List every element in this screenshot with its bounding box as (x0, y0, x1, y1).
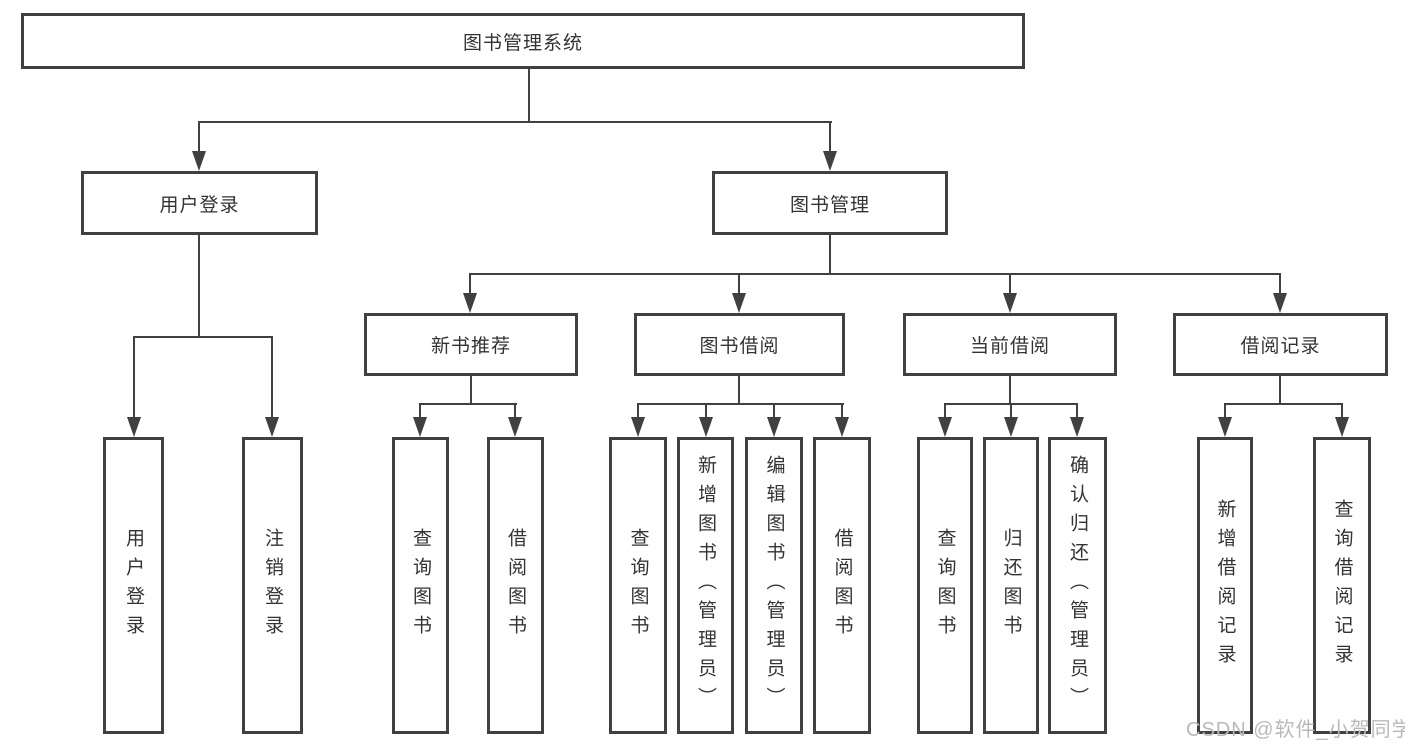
line (1076, 403, 1078, 417)
line (1224, 403, 1343, 405)
arrowhead (508, 417, 522, 437)
node-current-borrowing: 当前借阅 (903, 313, 1117, 376)
node-borrowing-records: 借阅记录 (1173, 313, 1388, 376)
line (1279, 376, 1281, 403)
leaf-label: 新增图书（管理员） (695, 455, 716, 716)
node-label: 当前借阅 (969, 336, 1050, 357)
arrowhead (265, 417, 279, 437)
arrowhead (767, 417, 781, 437)
arrowhead (413, 417, 427, 437)
line (705, 403, 707, 417)
leaf-label: 用户登录 (123, 527, 144, 644)
leaf-label: 查询图书 (934, 527, 956, 644)
node-user-login: 用户登录 (81, 171, 318, 235)
line (133, 336, 135, 417)
line (198, 121, 200, 151)
leaf-label: 查询借阅记录 (1331, 498, 1353, 673)
line (470, 376, 472, 403)
leaf-label: 查询图书 (410, 527, 431, 644)
line (419, 403, 421, 417)
node-book-management: 图书管理 (712, 171, 948, 235)
watermark: CSDN @软件_小贺同学 (1186, 719, 1405, 741)
leaf-query-books-borrowing: 查询图书 (609, 437, 667, 734)
line (829, 235, 831, 273)
line (1009, 376, 1011, 403)
line (1010, 403, 1012, 417)
line (1009, 273, 1011, 293)
leaf-label: 确认归还（管理员） (1067, 455, 1088, 716)
leaf-borrow-books-borrowing: 借阅图书 (813, 437, 871, 734)
leaf-return-books: 归还图书 (983, 437, 1039, 734)
arrowhead (835, 417, 849, 437)
leaf-confirm-return-admin: 确认归还（管理员） (1048, 437, 1107, 734)
line (528, 69, 530, 121)
leaf-logout: 注销登录 (242, 437, 303, 734)
line (198, 235, 200, 336)
arrowhead (938, 417, 952, 437)
line (198, 121, 832, 123)
line (1279, 273, 1281, 293)
arrowhead (463, 293, 477, 313)
leaf-label: 借阅图书 (505, 527, 526, 644)
leaf-query-borrow-record: 查询借阅记录 (1313, 437, 1371, 734)
line (469, 273, 471, 293)
node-label: 用户登录 (159, 194, 240, 216)
line (738, 376, 740, 403)
arrowhead (1335, 417, 1349, 437)
arrowhead (732, 293, 746, 313)
arrowhead (1273, 293, 1287, 313)
leaf-user-login: 用户登录 (103, 437, 164, 734)
line (637, 403, 639, 417)
line (944, 403, 946, 417)
node-label: 借阅记录 (1240, 336, 1321, 357)
leaf-label: 新增借阅记录 (1214, 498, 1236, 673)
leaf-label: 查询图书 (627, 527, 649, 644)
node-library-management-system: 图书管理系统 (21, 13, 1025, 69)
line (1224, 403, 1226, 417)
node-label: 新书推荐 (430, 336, 511, 357)
leaf-query-books-current: 查询图书 (917, 437, 973, 734)
leaf-label: 注销登录 (262, 527, 283, 644)
node-label: 图书管理系统 (462, 32, 583, 54)
leaf-query-books-recommend: 查询图书 (392, 437, 449, 734)
node-label: 图书借阅 (699, 336, 780, 357)
line (841, 403, 843, 417)
line (514, 403, 516, 417)
leaf-label: 编辑图书（管理员） (763, 455, 785, 716)
line (419, 403, 517, 405)
line (773, 403, 775, 417)
arrowhead (631, 417, 645, 437)
arrowhead (1004, 417, 1018, 437)
line (637, 403, 844, 405)
arrowhead (127, 417, 141, 437)
node-label: 图书管理 (789, 194, 870, 216)
line (829, 121, 831, 151)
arrowhead (699, 417, 713, 437)
leaf-label: 归还图书 (1000, 527, 1022, 644)
line (133, 336, 273, 338)
node-new-book-recommendation: 新书推荐 (364, 313, 578, 376)
node-book-borrowing: 图书借阅 (634, 313, 845, 376)
line (1341, 403, 1343, 417)
arrowhead (192, 151, 206, 171)
arrowhead (823, 151, 837, 171)
arrowhead (1003, 293, 1017, 313)
leaf-add-borrow-record: 新增借阅记录 (1197, 437, 1253, 734)
leaf-edit-books-admin: 编辑图书（管理员） (745, 437, 803, 734)
line (738, 273, 740, 293)
leaf-borrow-books-recommend: 借阅图书 (487, 437, 544, 734)
line (271, 336, 273, 417)
arrowhead (1218, 417, 1232, 437)
leaf-label: 借阅图书 (831, 527, 853, 644)
line (469, 273, 1281, 275)
arrowhead (1070, 417, 1084, 437)
leaf-add-books-admin: 新增图书（管理员） (677, 437, 734, 734)
